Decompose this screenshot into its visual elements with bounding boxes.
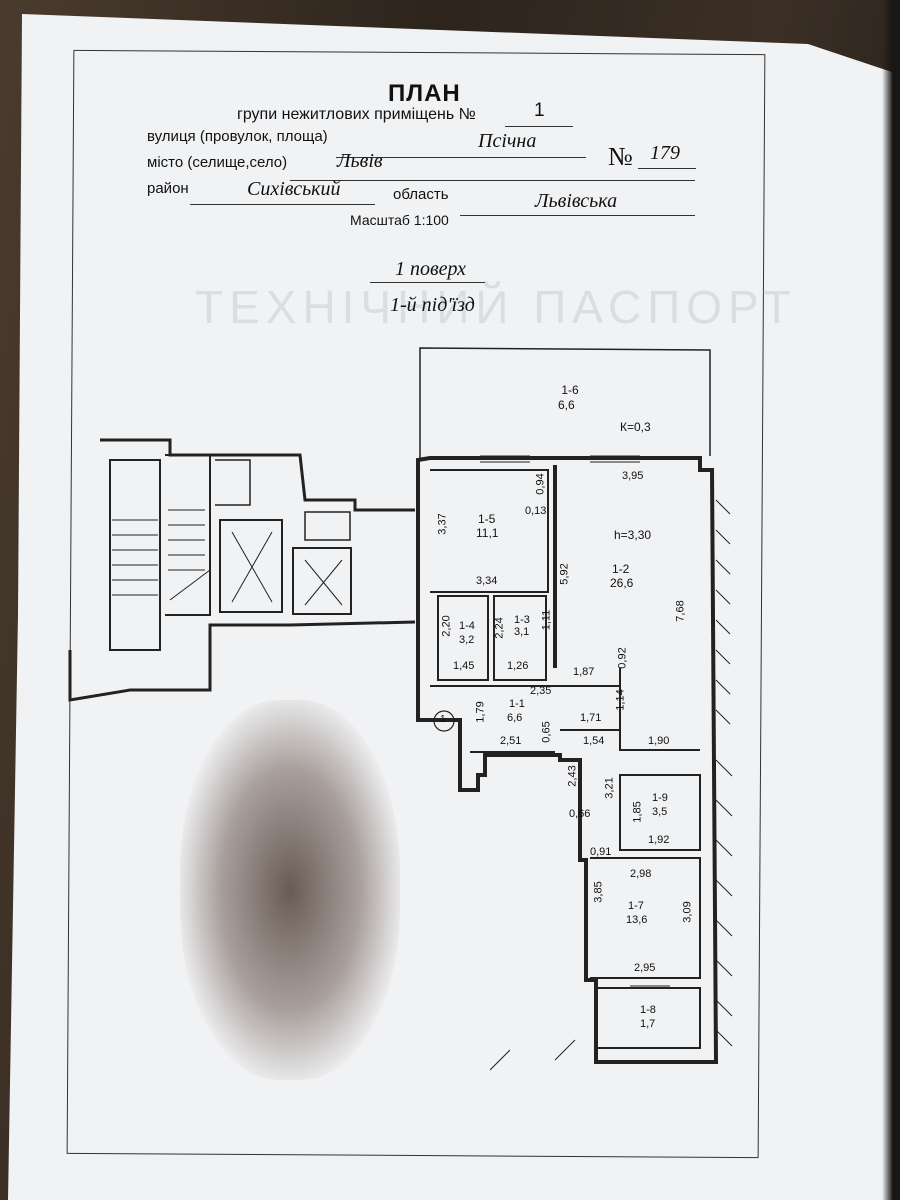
dim-1-26: 1,26 [507, 660, 529, 672]
dim-7-68: 7,68 [674, 600, 687, 622]
dim-1-11: 1,11 [540, 609, 553, 631]
dim-0-91: 0,91 [590, 846, 612, 858]
street-label: вулиця (провулок, площа) [147, 128, 328, 145]
dim-5-92: 5,92 [558, 563, 571, 585]
street-value: Псiчна [478, 130, 537, 152]
dim-1-54: 1,54 [583, 735, 605, 747]
room-area-1-9: 3,5 [652, 806, 668, 818]
dim-3-09: 3,09 [681, 901, 694, 923]
room-area-1-8: 1,7 [640, 1018, 656, 1030]
room-id-1-3: 1-3 [514, 614, 530, 626]
dim-1-90: 1,90 [648, 735, 670, 747]
dim-2-51: 2,51 [500, 735, 522, 747]
dim-0-65: 0,65 [540, 721, 553, 743]
dim-2-20: 2,20 [440, 615, 453, 637]
dim-0-92: 0,92 [616, 647, 629, 669]
number-value: 179 [650, 142, 680, 164]
ceiling-height: h=3,30 [614, 528, 652, 542]
dim-2-35: 2,35 [530, 685, 552, 697]
page-title: ПЛАН [388, 80, 461, 107]
section-marker: 1 [440, 714, 446, 725]
room-area-1-4: 3,2 [459, 634, 475, 646]
group-number: 1 [534, 100, 545, 121]
dim-3-95: 3,95 [622, 470, 644, 482]
floor-label: 1 поверх [395, 258, 467, 280]
dim-1-71: 1,71 [580, 712, 602, 724]
dim-3-37: 3,37 [436, 513, 449, 535]
room-area-1-6: 6,6 [558, 398, 575, 412]
room-id-1-7: 1-7 [628, 900, 644, 912]
dim-1-45: 1,45 [453, 660, 475, 672]
dim-2-95: 2,95 [634, 962, 656, 974]
region-line [460, 215, 695, 216]
entrance-label: 1-й пiд'їзд [390, 294, 475, 316]
dim-1-85: 1,85 [631, 801, 644, 823]
room-id-1-1: 1-1 [509, 698, 525, 710]
dim-3-21: 3,21 [603, 777, 616, 799]
room-area-1-5: 11,1 [476, 526, 499, 540]
dim-0-94: 0,94 [534, 473, 547, 495]
dim-0-66: 0,66 [569, 808, 591, 820]
number-line [638, 168, 696, 169]
street-line [336, 157, 586, 158]
dim-2-98: 2,98 [630, 868, 652, 880]
city-value: Львiв [337, 150, 383, 172]
city-line [290, 180, 695, 181]
district-line [190, 204, 375, 205]
room-area-1-3: 3,1 [514, 626, 530, 638]
room-area-1-2: 26,6 [610, 576, 634, 590]
room-area-1-1: 6,6 [507, 712, 523, 724]
region-value: Львiвська [535, 190, 618, 212]
room-area-1-7: 13,6 [626, 914, 648, 926]
district-label: район [147, 180, 189, 197]
group-number-line [505, 126, 573, 127]
room-id-1-9: 1-9 [652, 792, 668, 804]
k-coefficient: К=0,3 [620, 420, 651, 434]
plan-subtitle: групи нежитлових приміщень № [237, 106, 476, 123]
room-id-1-2: 1-2 [612, 562, 630, 576]
region-label: область [393, 186, 449, 203]
dim-2-24: 2,24 [493, 617, 506, 639]
dim-1-14: 1,14 [614, 689, 627, 711]
shadow-edge [882, 0, 900, 1200]
dim-3-34: 3,34 [476, 575, 498, 587]
room-id-1-5: 1-5 [478, 512, 496, 526]
floor-underline [370, 282, 485, 283]
scale-text: Масштаб 1:100 [350, 212, 449, 228]
room-id-1-6: 1-6 [561, 383, 579, 397]
district-value: Сихiвський [247, 178, 341, 200]
dim-1-92: 1,92 [648, 834, 670, 846]
watermark-text: ТЕХНIЧНИЙ ПАСПОРТ [195, 281, 797, 333]
dim-1-87: 1,87 [573, 666, 595, 678]
dim-3-85: 3,85 [592, 881, 605, 903]
room-id-1-8: 1-8 [640, 1004, 656, 1016]
room-id-1-4: 1-4 [459, 620, 475, 632]
city-label: місто (селище,село) [147, 154, 288, 171]
document-sheet [8, 14, 898, 1200]
dim-0-13: 0,13 [525, 505, 547, 517]
coffee-stain [180, 700, 400, 1080]
number-label: № [608, 142, 633, 171]
dim-2-43: 2,43 [566, 765, 579, 787]
dim-1-79: 1,79 [474, 701, 487, 723]
